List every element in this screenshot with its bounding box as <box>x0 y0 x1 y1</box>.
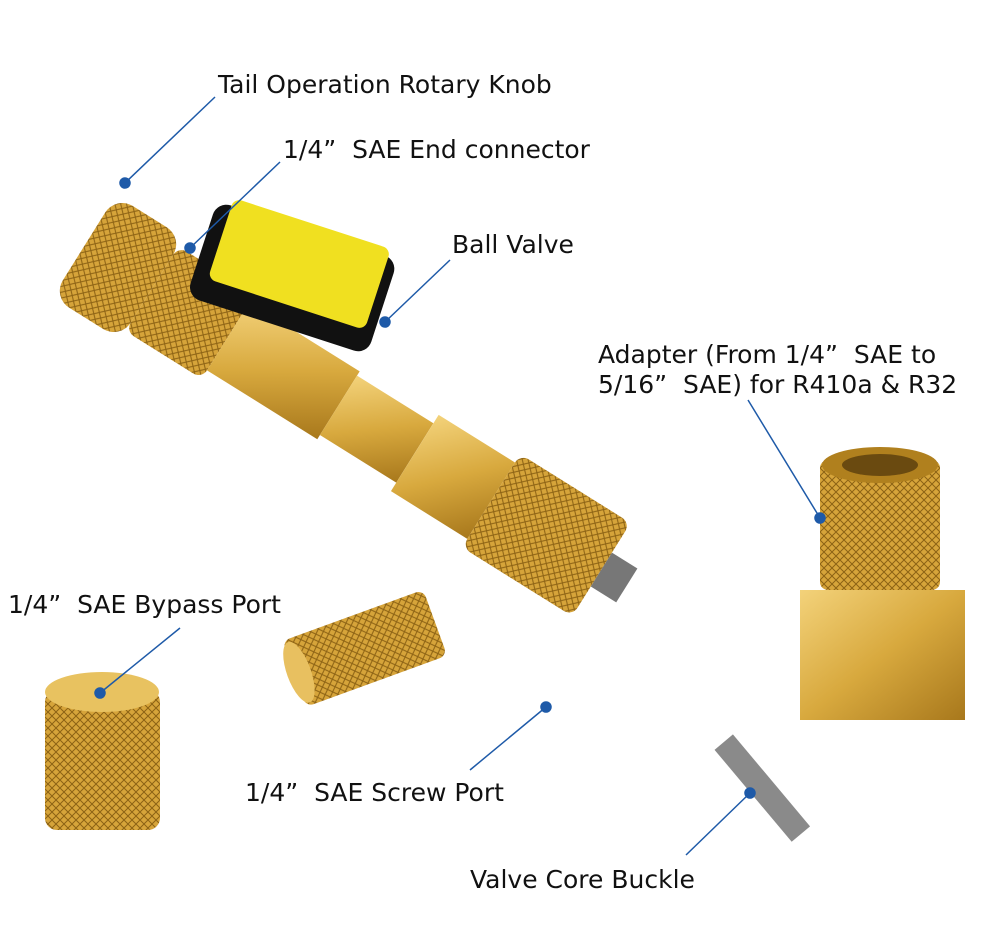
core-holder <box>590 552 638 603</box>
adapter-part <box>800 447 965 720</box>
rotary-knob <box>59 202 177 333</box>
label-adapter-line1: Adapter (From 1/4” SAE to <box>598 340 937 369</box>
label-adapter-line2: 5/16” SAE) for R410a & R32 <box>598 370 958 399</box>
screw-port-collar <box>465 457 627 613</box>
leader-lines <box>94 96 826 856</box>
valve-tool-body <box>59 200 811 842</box>
label-rotary-knob: Tail Operation Rotary Knob <box>218 70 552 99</box>
valve-body-neck <box>319 375 434 483</box>
side-port <box>283 592 445 705</box>
label-core-buckle: Valve Core Buckle <box>470 865 695 894</box>
hex-nut <box>390 414 515 539</box>
label-bypass-port: 1/4” SAE Bypass Port <box>8 590 281 619</box>
valve-body <box>207 302 360 440</box>
label-ball-valve: Ball Valve <box>452 230 574 259</box>
core-rod <box>714 734 811 842</box>
label-screw-port: 1/4” SAE Screw Port <box>245 778 504 807</box>
label-end-connector: 1/4” SAE End connector <box>283 135 590 164</box>
ball-valve-handle <box>189 200 395 352</box>
